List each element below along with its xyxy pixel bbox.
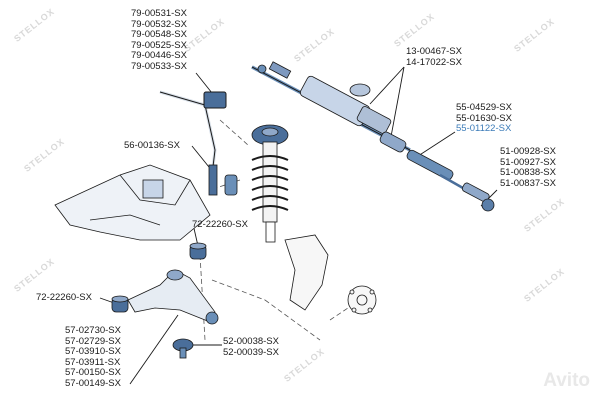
- part-number: 72-22260-SX: [36, 292, 92, 303]
- leader-tie-rod: [414, 131, 456, 159]
- steering-rack: [251, 61, 411, 153]
- label-group-tie-rods: 55-04529-SX 55-01630-SX 55-01122-SX: [456, 102, 512, 135]
- knuckle-hub: [284, 234, 377, 315]
- part-number: 79-00533-SX: [131, 60, 187, 72]
- part-number: 13-00467-SX: [406, 46, 462, 57]
- part-number: 51-00838-SX: [500, 167, 556, 178]
- label-group-steering-rack: 13-00467-SX 14-17022-SX: [406, 46, 462, 68]
- leader-rack-2: [389, 66, 405, 143]
- label-group-control-arm: 57-02730-SX 57-02729-SX 57-03910-SX 57-0…: [65, 325, 121, 389]
- part-number: 55-04529-SX: [456, 102, 512, 113]
- part-number: 79-00548-SX: [131, 29, 187, 40]
- label-group-sway-bar-links: 79-00531-SX 79-00532-SX 79-00548-SX 79-0…: [131, 8, 187, 72]
- part-number: 57-02729-SX: [65, 335, 121, 347]
- label-bushing-upper: 72-22260-SX: [192, 219, 248, 231]
- part-number: 55-01630-SX: [456, 112, 512, 124]
- part-number: 57-02730-SX: [65, 325, 121, 336]
- bushing-upper: [189, 242, 207, 260]
- part-number: 79-00532-SX: [131, 18, 187, 30]
- part-number-highlighted: 55-01122-SX: [456, 123, 512, 134]
- sway-bar: [159, 90, 227, 176]
- tie-rod-end: [461, 182, 495, 212]
- label-stabilizer-link: 56-00136-SX: [124, 140, 180, 152]
- part-number: 57-00149-SX: [65, 377, 121, 389]
- part-number: 51-00837-SX: [500, 177, 556, 189]
- part-number: 52-00039-SX: [223, 346, 279, 358]
- label-bushing-left: 72-22260-SX: [36, 292, 92, 304]
- subframe: [54, 164, 211, 241]
- tie-rod: [406, 149, 471, 194]
- strut-assembly: [251, 124, 289, 243]
- part-number: 14-17022-SX: [406, 56, 462, 68]
- part-number: 51-00927-SX: [500, 156, 556, 168]
- part-number: 52-00038-SX: [223, 336, 279, 347]
- part-number: 57-03911-SX: [65, 356, 121, 368]
- control-arm: [127, 269, 219, 325]
- bushing-left: [111, 295, 129, 313]
- part-number: 79-00525-SX: [131, 39, 187, 51]
- part-number: 72-22260-SX: [192, 219, 248, 230]
- leader-sway-link: [195, 72, 213, 94]
- leader-control-arm: [129, 314, 179, 385]
- part-number: 57-00150-SX: [65, 367, 121, 378]
- label-group-ball-joint: 52-00038-SX 52-00039-SX: [223, 336, 279, 358]
- avito-watermark: Avito: [543, 370, 590, 391]
- stabilizer-link: [208, 164, 238, 196]
- part-number: 57-03910-SX: [65, 346, 121, 357]
- part-number: 79-00446-SX: [131, 50, 187, 61]
- leader-rack-1: [369, 66, 405, 105]
- part-number: 56-00136-SX: [124, 140, 180, 151]
- part-number: 51-00928-SX: [500, 146, 556, 157]
- ball-joint: [172, 338, 194, 359]
- label-group-tie-rod-ends: 51-00928-SX 51-00927-SX 51-00838-SX 51-0…: [500, 146, 556, 189]
- part-number: 79-00531-SX: [131, 8, 187, 19]
